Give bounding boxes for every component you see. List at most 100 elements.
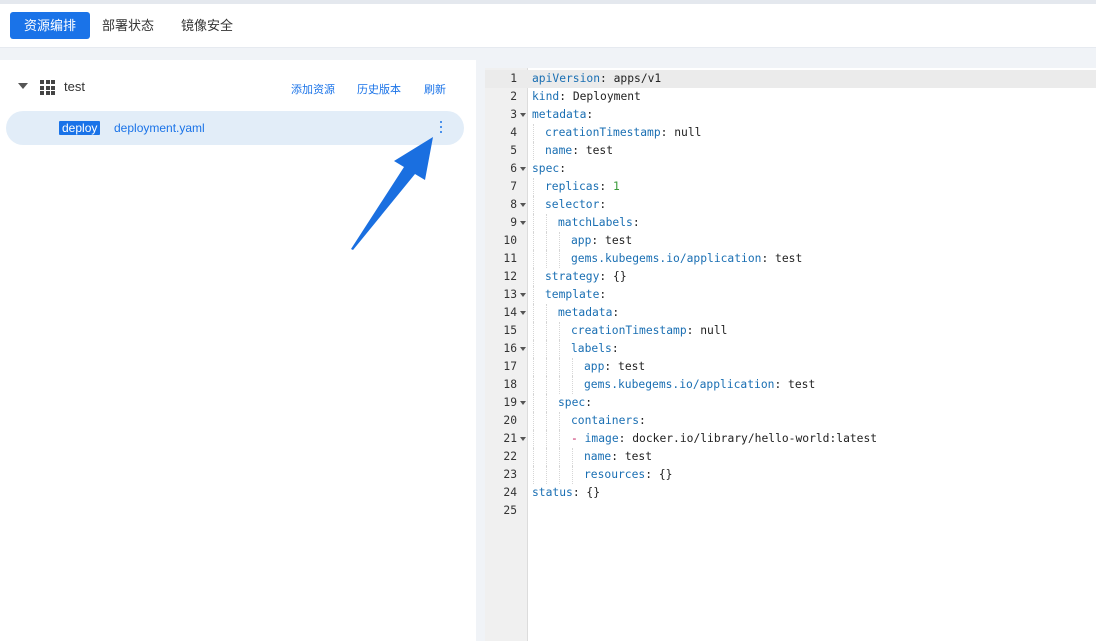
line-number: 9 xyxy=(510,216,517,229)
more-vert-icon[interactable] xyxy=(437,120,445,136)
indent-guide xyxy=(546,340,547,358)
line-number: 18 xyxy=(503,378,517,391)
code-line[interactable]: 21- image: docker.io/library/hello-world… xyxy=(485,430,1096,448)
tab-image-security[interactable]: 镜像安全 xyxy=(181,18,234,33)
indent-guide xyxy=(546,322,547,340)
kind-badge: deploy xyxy=(59,121,101,135)
line-number: 12 xyxy=(503,270,517,283)
line-number: 20 xyxy=(503,414,517,427)
code-text: strategy: {} xyxy=(545,270,627,283)
fold-toggle-icon[interactable] xyxy=(520,293,526,297)
add-resource-button[interactable]: 添加资源 xyxy=(291,84,335,96)
code-line[interactable]: 18 gems.kubegems.io/application: test xyxy=(485,376,1096,394)
fold-toggle-icon[interactable] xyxy=(520,401,526,405)
code-text: resources: {} xyxy=(584,468,673,481)
indent-guide xyxy=(533,214,534,232)
indent-guide xyxy=(533,412,534,430)
fold-toggle-icon[interactable] xyxy=(520,311,526,315)
tree-root-label: test xyxy=(64,79,85,94)
indent-guide xyxy=(533,124,534,142)
indent-guide xyxy=(546,412,547,430)
line-number: 13 xyxy=(503,288,517,301)
indent-guide xyxy=(533,394,534,412)
code-line[interactable]: 4 creationTimestamp: null xyxy=(485,124,1096,142)
refresh-button[interactable]: 刷新 xyxy=(424,84,446,96)
indent-guide xyxy=(533,322,534,340)
code-line[interactable]: 14 metadata: xyxy=(485,304,1096,322)
code-text: creationTimestamp: null xyxy=(545,126,702,139)
line-number: 19 xyxy=(503,396,517,409)
tab-resource-orchestration[interactable]: 资源编排 xyxy=(10,12,91,39)
line-number: 4 xyxy=(510,126,517,139)
code-text: creationTimestamp: null xyxy=(571,324,728,337)
caret-down-icon[interactable] xyxy=(18,83,28,89)
indent-guide xyxy=(546,394,547,412)
line-number: 11 xyxy=(503,252,517,265)
fold-toggle-icon[interactable] xyxy=(520,203,526,207)
line-number: 25 xyxy=(503,504,517,517)
fold-toggle-icon[interactable] xyxy=(520,167,526,171)
code-text: status: {} xyxy=(532,486,601,499)
code-text: spec: xyxy=(532,162,567,175)
indent-guide xyxy=(559,448,560,466)
code-text: containers: xyxy=(571,414,646,427)
code-line[interactable]: 10 app: test xyxy=(485,232,1096,250)
code-text: apiVersion: apps/v1 xyxy=(532,72,662,85)
file-name: deployment.yaml xyxy=(114,121,205,135)
code-line[interactable]: 25 xyxy=(485,502,1096,520)
indent-guide xyxy=(559,412,560,430)
indent-guide xyxy=(572,376,573,394)
code-text: gems.kubegems.io/application: test xyxy=(584,378,816,391)
fold-toggle-icon[interactable] xyxy=(520,437,526,441)
line-number: 23 xyxy=(503,468,517,481)
resource-tree-panel: test 添加资源 历史版本 刷新 deploy deployment.yaml xyxy=(0,60,476,641)
indent-guide xyxy=(533,340,534,358)
indent-guide xyxy=(533,304,534,322)
code-line[interactable]: 23 resources: {} xyxy=(485,466,1096,484)
indent-guide xyxy=(533,376,534,394)
history-version-button[interactable]: 历史版本 xyxy=(357,84,401,96)
indent-guide xyxy=(559,322,560,340)
code-text: metadata: xyxy=(558,306,620,319)
file-item-deployment[interactable]: deploy deployment.yaml xyxy=(6,111,464,145)
line-number: 14 xyxy=(503,306,517,319)
indent-guide xyxy=(559,250,560,268)
code-line[interactable]: 12 strategy: {} xyxy=(485,268,1096,286)
code-text: - image: docker.io/library/hello-world:l… xyxy=(571,432,878,445)
fold-toggle-icon[interactable] xyxy=(520,113,526,117)
indent-guide xyxy=(533,286,534,304)
line-number: 10 xyxy=(503,234,517,247)
code-text: metadata: xyxy=(532,108,594,121)
tab-deploy-status[interactable]: 部署状态 xyxy=(102,18,155,33)
line-number-gutter xyxy=(485,68,528,641)
indent-guide xyxy=(533,196,534,214)
indent-guide xyxy=(559,358,560,376)
indent-guide xyxy=(546,232,547,250)
indent-guide xyxy=(533,448,534,466)
code-text: app: test xyxy=(571,234,633,247)
code-text: labels: xyxy=(571,342,619,355)
code-line[interactable]: 20 containers: xyxy=(485,412,1096,430)
indent-guide xyxy=(572,358,573,376)
fold-toggle-icon[interactable] xyxy=(520,347,526,351)
fold-toggle-icon[interactable] xyxy=(520,221,526,225)
indent-guide xyxy=(546,250,547,268)
indent-guide xyxy=(546,448,547,466)
